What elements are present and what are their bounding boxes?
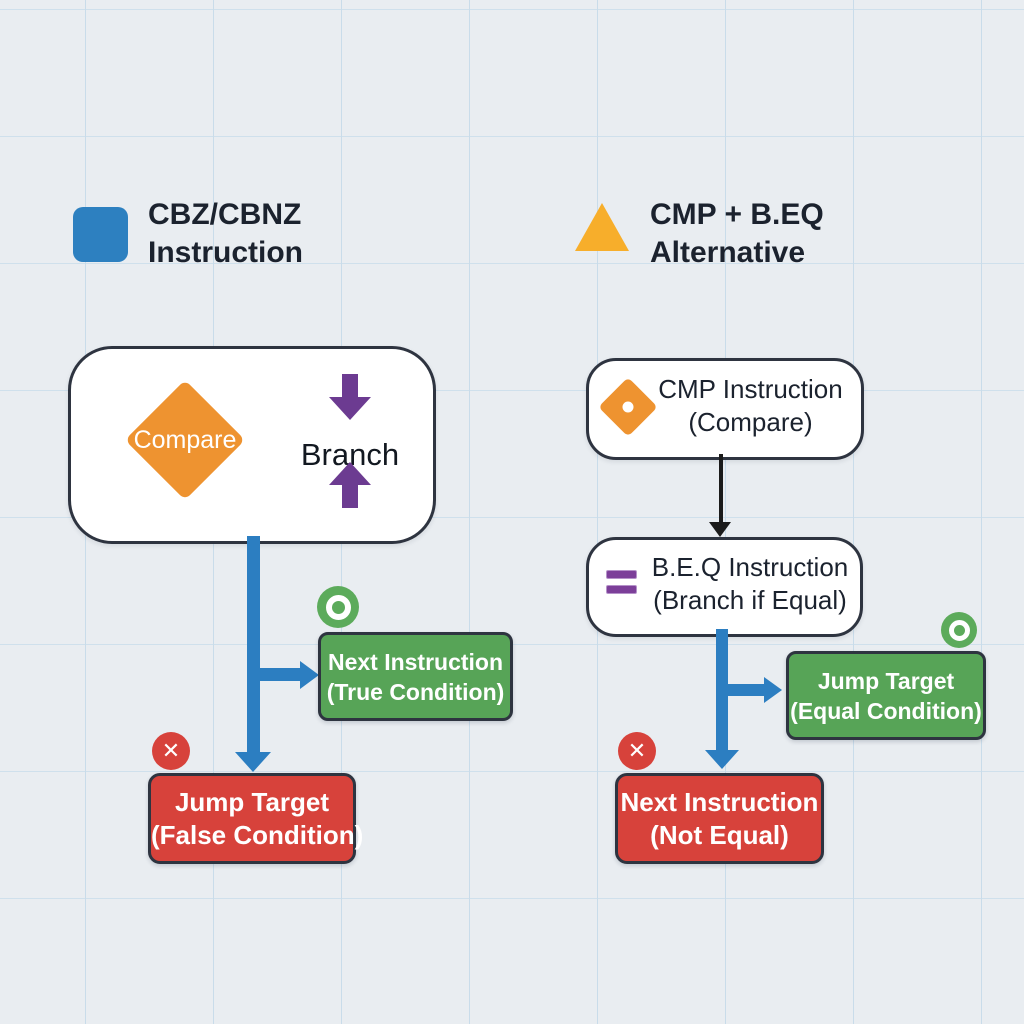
jump-target-false-box: Jump Target (False Condition)	[148, 773, 364, 864]
beq-instruction-label: B.E.Q Instruction (Branch if Equal)	[645, 551, 855, 617]
green-circle-ring	[325, 594, 351, 620]
right-flow-branch-connector	[716, 684, 766, 696]
left-branch-arrowhead-icon	[300, 661, 319, 689]
arrow-shaft	[342, 374, 358, 397]
purple-arrow-up-icon	[329, 462, 371, 508]
equals-bar	[606, 585, 637, 594]
next-instruction-true-line1: Next Instruction	[327, 648, 504, 675]
left-flow-vertical-connector	[247, 536, 260, 752]
green-circle-ring	[948, 619, 970, 641]
next-instruction-not-equal-line2: (Not Equal)	[650, 819, 789, 850]
jump-target-false-line1: Jump Target	[174, 786, 330, 817]
purple-arrow-down-icon	[329, 374, 371, 420]
jump-target-equal-box: Jump Target (Equal Condition)	[786, 651, 986, 740]
yellow-triangle-icon	[575, 203, 629, 251]
cross-glyph: ✕	[627, 738, 647, 763]
cmp-to-beq-connector	[719, 454, 723, 524]
purple-equals-icon	[606, 570, 638, 596]
legend-cbz-line2: Instruction	[148, 236, 303, 269]
diamond-center-dot	[620, 399, 636, 415]
equals-bar	[606, 570, 637, 579]
left-down-arrowhead-icon	[235, 752, 271, 772]
green-circle-icon	[317, 586, 359, 628]
next-instruction-true-line2: (True Condition)	[326, 678, 505, 705]
cmp-instruction-line2: (Compare)	[688, 407, 813, 437]
beq-instruction-line1: B.E.Q Instruction	[651, 552, 849, 582]
jump-target-equal-line1: Jump Target	[817, 667, 955, 694]
red-cross-icon: ✕	[618, 732, 656, 770]
legend-cmp-beq-line1: CMP + B.EQ	[650, 198, 824, 231]
legend-cbz-label: CBZ/CBNZ Instruction	[148, 196, 303, 272]
legend-cbz-line1: CBZ/CBNZ	[148, 198, 302, 231]
compare-diamond: Compare	[124, 379, 246, 501]
red-cross-icon: ✕	[152, 732, 190, 770]
beq-instruction-line2: (Branch if Equal)	[653, 585, 847, 615]
right-branch-arrowhead-icon	[764, 677, 782, 703]
jump-target-equal-line2: (Equal Condition)	[790, 697, 982, 724]
compare-label: Compare	[133, 425, 237, 454]
arrow-shaft	[342, 485, 358, 508]
next-instruction-not-equal-box: Next Instruction (Not Equal)	[615, 773, 824, 864]
cmp-instruction-line1: CMP Instruction	[658, 374, 843, 404]
cmp-instruction-label: CMP Instruction (Compare)	[648, 373, 853, 439]
jump-target-false-line2: (False Condition)	[151, 819, 364, 850]
arrow-head	[329, 462, 371, 485]
next-instruction-true-box: Next Instruction (True Condition)	[318, 632, 513, 721]
right-down-arrowhead-icon	[705, 750, 739, 769]
next-instruction-not-equal-line1: Next Instruction	[620, 786, 819, 817]
green-circle-icon	[941, 612, 977, 648]
legend-cmp-beq-label: CMP + B.EQ Alternative	[650, 196, 824, 272]
arrow-head	[329, 397, 371, 420]
cmp-to-beq-arrowhead-icon	[709, 522, 731, 537]
left-flow-branch-connector	[247, 668, 302, 681]
cross-glyph: ✕	[161, 738, 181, 763]
blue-square-icon	[73, 207, 128, 262]
legend-cmp-beq-line2: Alternative	[650, 236, 806, 269]
